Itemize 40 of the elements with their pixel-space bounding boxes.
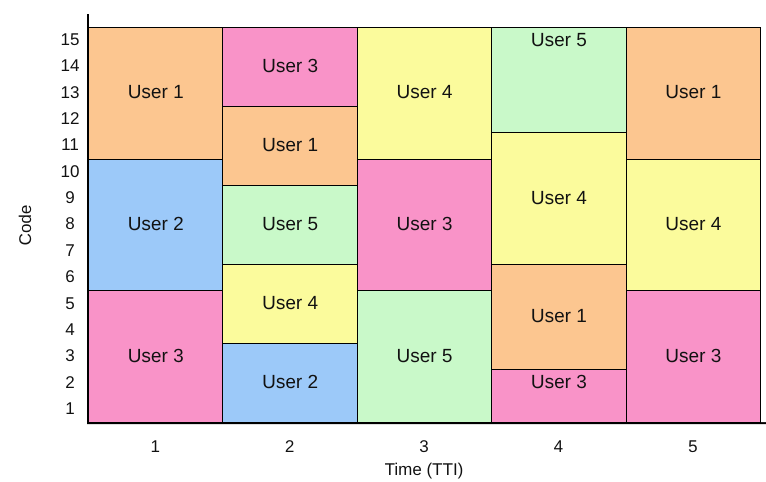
- axis-tick-label: 2: [284, 437, 294, 457]
- allocation-block: User 4: [626, 158, 761, 292]
- axis-tick-label: 4: [554, 437, 564, 457]
- axis-tick-label: 7: [65, 240, 75, 261]
- allocation-block: User 1: [626, 26, 761, 160]
- axis-tick-label: 3: [65, 346, 75, 366]
- axis-title: Code: [16, 204, 36, 246]
- axis-tick-label: 13: [60, 82, 80, 103]
- allocation-block: User 4: [491, 132, 627, 266]
- allocation-block: User 4: [356, 26, 492, 160]
- axis-tick-label: 9: [65, 188, 75, 208]
- allocation-block: User 2: [222, 343, 358, 424]
- allocation-block: User 1: [491, 264, 627, 370]
- allocation-block: User 4: [222, 264, 358, 344]
- axis-tick-label: 11: [61, 135, 79, 156]
- axis-tick-label: 6: [65, 267, 75, 288]
- axis-tick-label: 12: [60, 109, 80, 130]
- axis-tick-label: 5: [688, 437, 698, 457]
- axis-tick-label: 1: [65, 399, 75, 419]
- axis-tick-label: 3: [419, 437, 429, 457]
- allocation-block: User 2: [88, 158, 224, 292]
- axis-tick-label: 5: [65, 294, 75, 314]
- allocation-block: User 1: [222, 106, 358, 186]
- axis-tick-label: 4: [65, 320, 75, 340]
- allocation-block: User 1: [88, 26, 224, 160]
- allocation-block: User 3: [88, 290, 224, 424]
- axis-tick-label: 2: [65, 372, 75, 393]
- allocation-block: User 5: [491, 26, 627, 134]
- axis-tick-label: 8: [65, 214, 75, 234]
- axis-tick-label: 10: [60, 162, 80, 182]
- allocation-block: User 3: [626, 290, 761, 424]
- allocation-block: User 5: [356, 290, 492, 424]
- allocation-block: User 3: [356, 158, 492, 292]
- axis-tick-label: 14: [60, 56, 80, 76]
- allocation-block: User 3: [222, 26, 358, 107]
- axis-title: Time (TTI): [384, 460, 464, 480]
- allocation-block: User 3: [491, 369, 627, 424]
- axis-tick-label: 1: [150, 437, 160, 457]
- allocation-block: User 5: [222, 184, 358, 266]
- axis-tick-label: 15: [60, 30, 80, 50]
